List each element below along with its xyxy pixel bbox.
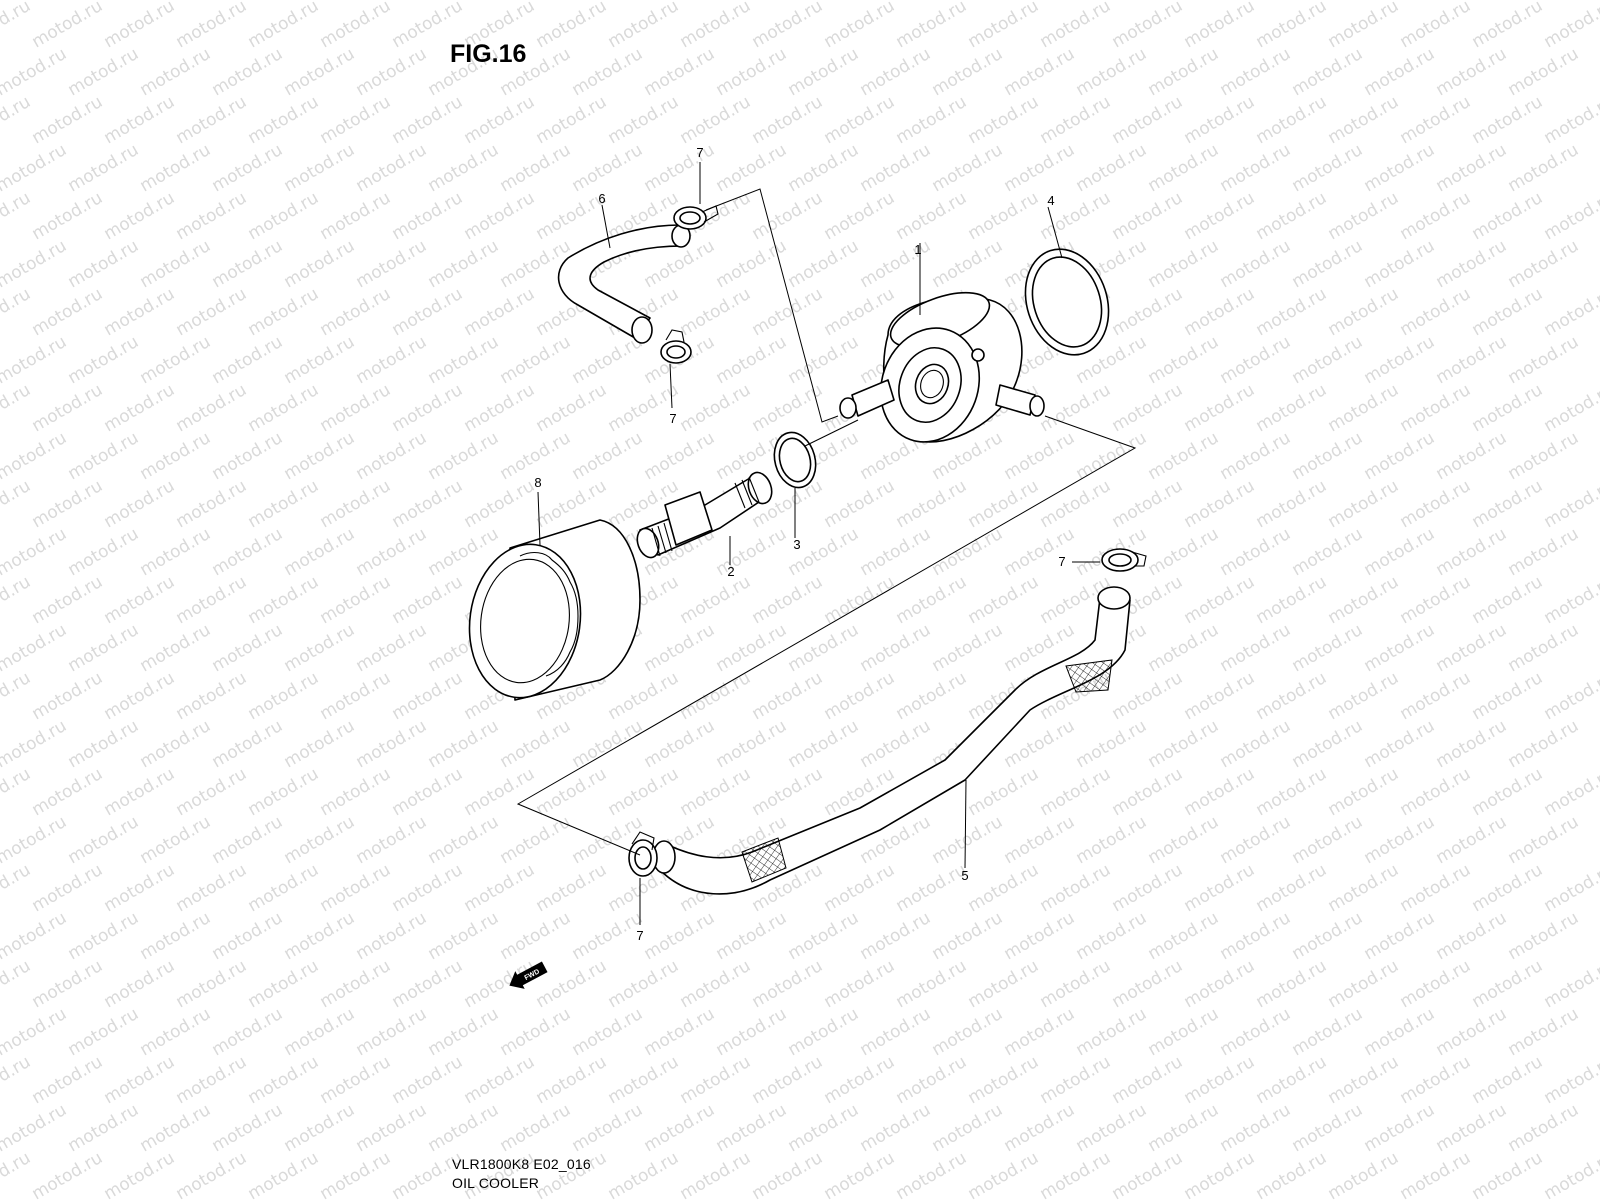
- callout-7-top: 7: [696, 145, 703, 160]
- callout-labels: 1 2 3 4 5 6 7 7 7 7 8: [534, 145, 1065, 943]
- callout-7-bottom: 7: [636, 928, 643, 943]
- union-bolt: [636, 471, 773, 559]
- figure-title: FIG.16: [450, 40, 527, 68]
- hose-clamp-upper: [673, 205, 719, 230]
- forward-direction-marker: FWD: [509, 961, 548, 989]
- o-ring-large: [1024, 248, 1110, 356]
- callout-2: 2: [727, 564, 734, 579]
- callout-6: 6: [598, 191, 605, 206]
- callout-7-middle: 7: [669, 411, 676, 426]
- hose-clamp-middle: [660, 329, 692, 364]
- callout-5: 5: [961, 868, 968, 883]
- callout-7-right: 7: [1058, 554, 1065, 569]
- o-ring-small: [773, 431, 817, 489]
- callout-8: 8: [534, 475, 541, 490]
- reference-lines: [516, 162, 1137, 925]
- oil-hose-upper: [557, 224, 691, 344]
- callout-4: 4: [1047, 193, 1054, 208]
- oil-filter: [468, 519, 641, 701]
- callout-3: 3: [793, 537, 800, 552]
- model-code-caption: VLR1800K8 E02_016: [452, 1156, 591, 1172]
- callout-1: 1: [914, 242, 921, 257]
- hose-clamp-lower: [628, 831, 658, 877]
- part-group-caption: OIL COOLER: [452, 1175, 540, 1191]
- oil-cooler-body: [839, 291, 1045, 443]
- oil-hose-lower: [652, 586, 1131, 895]
- hose-clamp-right: [1101, 548, 1147, 572]
